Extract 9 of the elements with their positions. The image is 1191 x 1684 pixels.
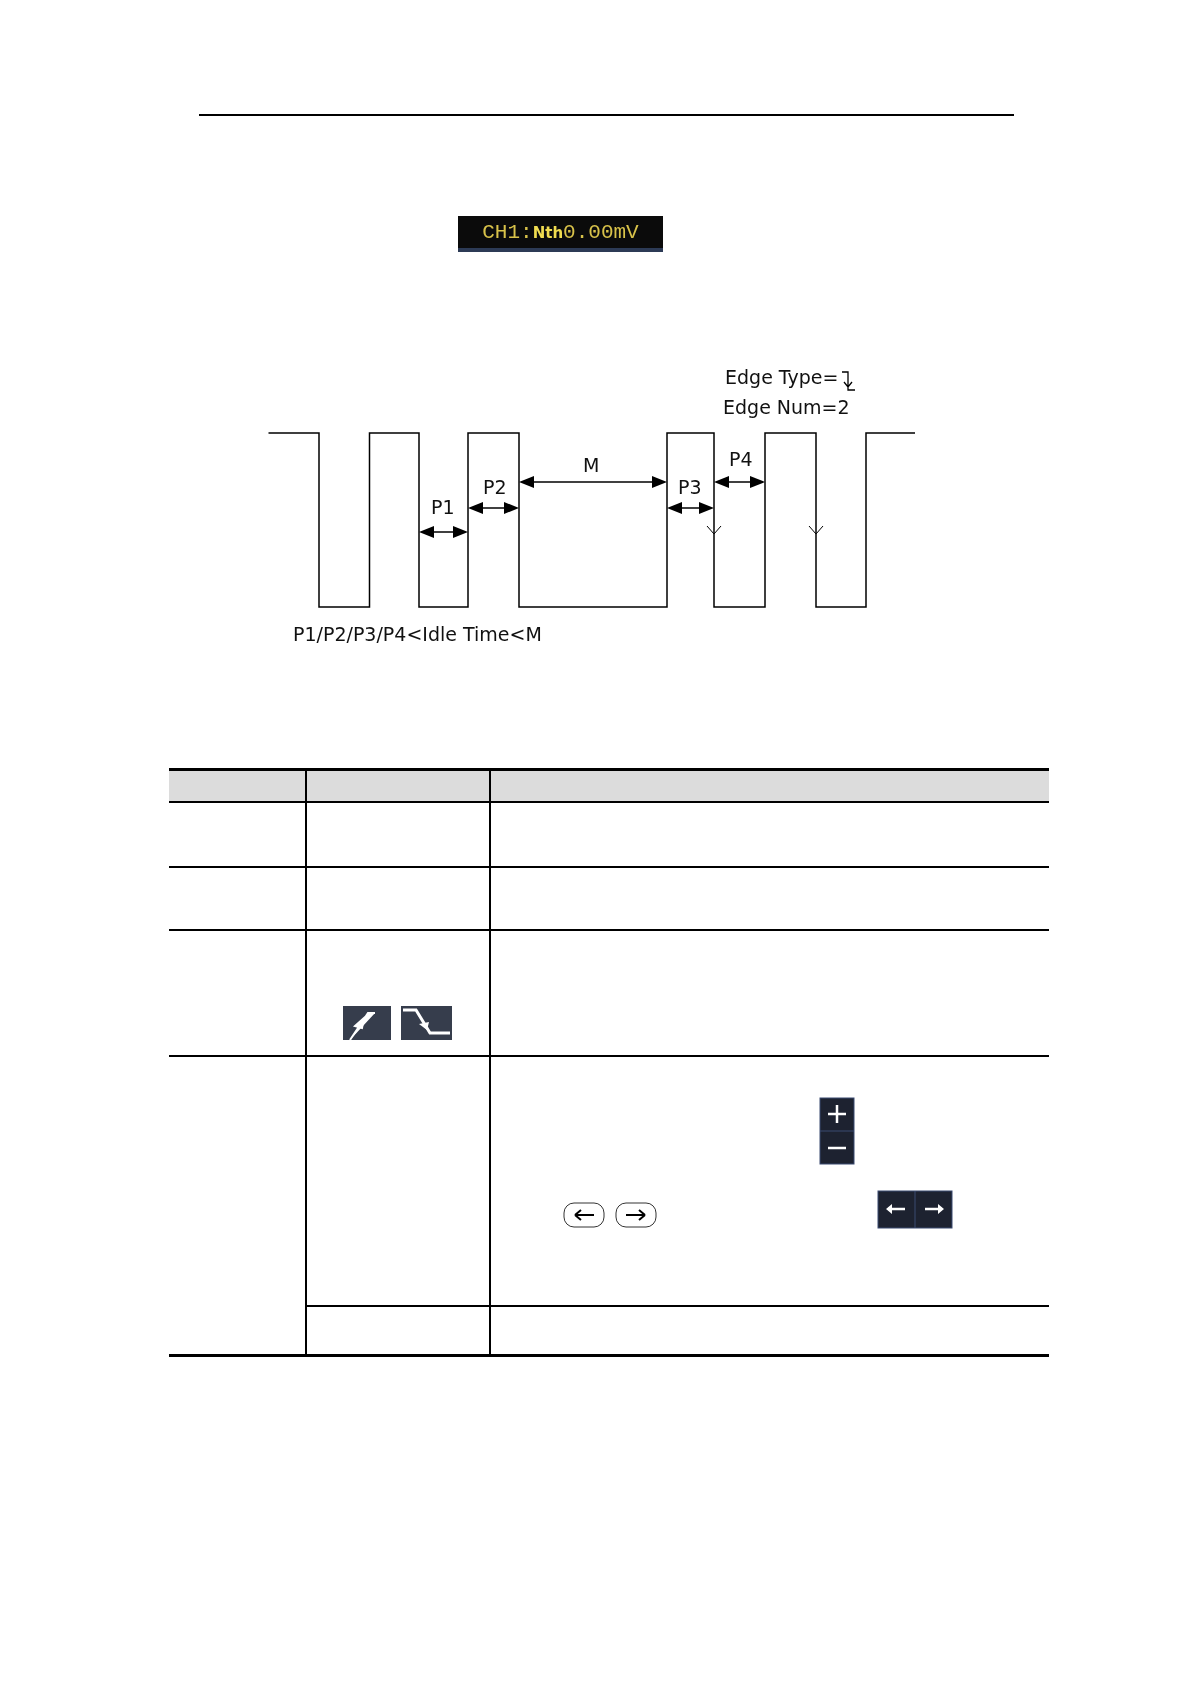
label-text: P2 [483,478,507,497]
label-text: M [583,456,600,475]
status-text: CH1:Nth0.00mV [482,220,639,244]
label-text: P4 [729,450,753,469]
label-text: P1/P2/P3/P4<Idle Time<M [293,625,542,644]
label-text: Edge Type= [725,368,839,387]
label-text: P1 [431,498,455,517]
label-text: Edge Num=2 [723,398,850,417]
label-text: P3 [678,478,702,497]
